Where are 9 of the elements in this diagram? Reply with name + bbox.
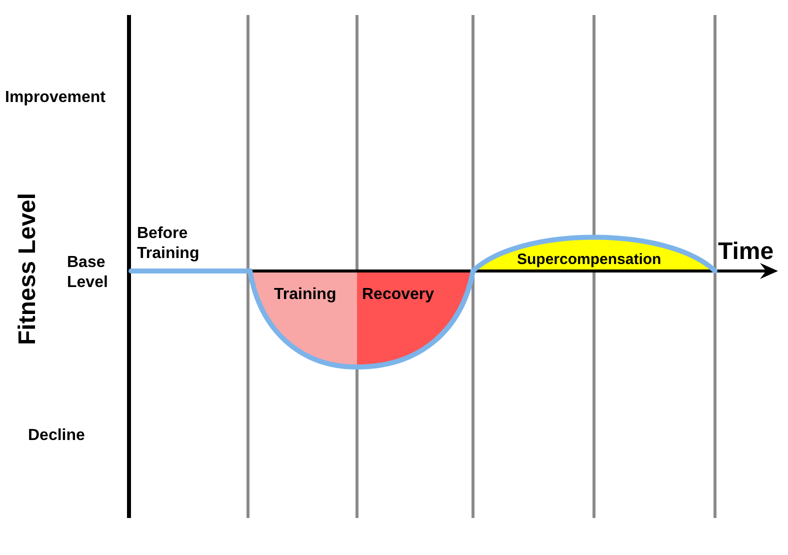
region-label: Supercompensation <box>517 251 662 268</box>
axis-label: Time <box>718 238 774 266</box>
axis-title: Fitness Level <box>14 195 42 345</box>
region-label: Training <box>274 286 336 304</box>
level-label: Improvement <box>5 88 106 108</box>
region-label: Recovery <box>362 286 434 304</box>
level-label: Base Level <box>67 253 109 293</box>
curve-label: Before Training <box>137 224 200 264</box>
level-label: Decline <box>28 426 85 446</box>
